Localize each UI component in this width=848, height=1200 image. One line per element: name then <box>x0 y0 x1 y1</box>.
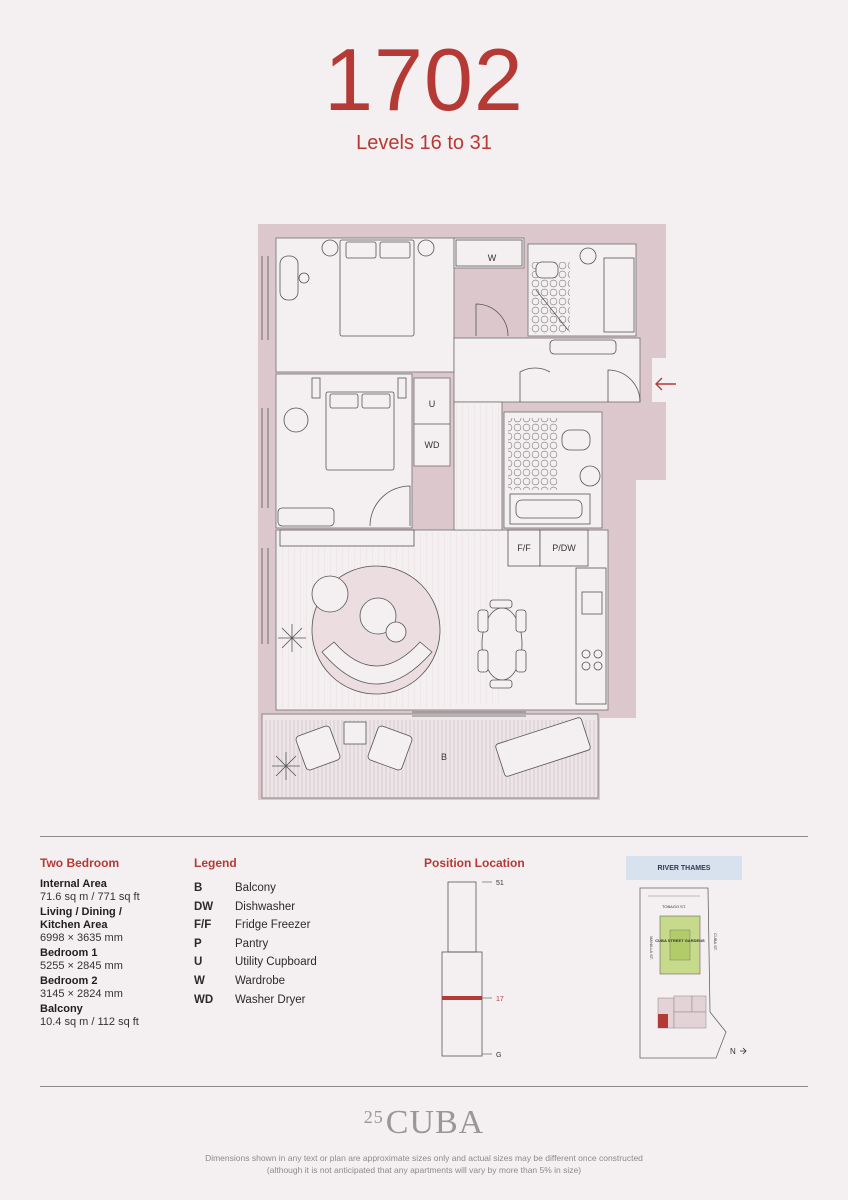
legend-item: F/F Fridge Freezer <box>194 919 317 938</box>
levels-range: Levels 16 to 31 <box>356 132 492 154</box>
spec-label: Living / Dining / Kitchen Area <box>40 906 122 931</box>
legend-item: U Utility Cupboard <box>194 956 317 975</box>
wardrobe-label: W <box>488 253 497 263</box>
spec-value: 71.6 sq m / 771 sq ft <box>40 891 140 903</box>
legend-item: P Pantry <box>194 938 317 957</box>
position-title: Position Location <box>424 856 525 870</box>
north-arrow-icon <box>740 1047 747 1055</box>
pantry-label: P/DW <box>552 543 576 553</box>
disclaimer-line: Dimensions shown in any text or plan are… <box>205 1153 643 1163</box>
utility-cupboard <box>413 377 451 467</box>
legend-text: Dishwasher <box>235 900 296 913</box>
divider-top <box>40 836 808 837</box>
balcony-label: B <box>441 752 447 762</box>
brand-logo: 25CUBA <box>0 1104 848 1142</box>
site-highlight <box>658 1014 668 1028</box>
disclaimer-line: (although it is not anticipated that any… <box>266 1165 582 1175</box>
floor-plan: W U WD F/F P/DW B <box>258 224 676 800</box>
legend-text: Balcony <box>235 882 276 894</box>
spec-value: 3145 × 2824 mm <box>40 988 123 1000</box>
svg-text:MANILLA ST.: MANILLA ST. <box>649 936 654 960</box>
legend-code: WD <box>194 993 214 1006</box>
river-label: RIVER THAMES <box>658 865 711 872</box>
legend-code: P <box>194 937 202 950</box>
fridge-label: F/F <box>517 543 531 553</box>
legend-text: Utility Cupboard <box>235 956 317 969</box>
current-level-marker <box>442 996 482 1000</box>
plant-icon <box>278 624 306 652</box>
spec-title: Two Bedroom <box>40 856 120 870</box>
washer-label: WD <box>425 440 440 450</box>
spec-label: Bedroom 1 <box>40 947 98 959</box>
svg-text:CUBA ST.: CUBA ST. <box>713 933 718 951</box>
legend-text: Pantry <box>235 937 269 950</box>
legend-text: Fridge Freezer <box>235 919 311 932</box>
legend-item: B Balcony <box>194 882 317 901</box>
utility-label: U <box>429 399 436 409</box>
spec-label: Internal Area <box>40 878 107 890</box>
level-top-label: 51 <box>496 880 504 887</box>
unit-number: 1702 <box>324 30 524 129</box>
legend-code: F/F <box>194 919 212 932</box>
spec-label: Bedroom 2 <box>40 975 98 987</box>
legend-code: B <box>194 882 203 894</box>
spec-label: Balcony <box>40 1003 83 1015</box>
svg-text:CUBA STREET GARDENS: CUBA STREET GARDENS <box>655 938 705 943</box>
tower-lower <box>441 951 483 1057</box>
spec-value: 6998 × 3635 mm <box>40 932 123 944</box>
spec-value: 10.4 sq m / 112 sq ft <box>40 1016 139 1028</box>
tower-upper <box>447 881 477 953</box>
brand-number: 25 <box>363 1107 384 1127</box>
spec-value: 5255 × 2845 mm <box>40 960 123 972</box>
divider-bottom <box>40 1086 808 1087</box>
north-label: N <box>730 1047 736 1056</box>
spec-list: Internal Area 71.6 sq m / 771 sq ft Livi… <box>40 878 190 1031</box>
entry-arrow-icon <box>655 377 676 391</box>
legend-item: DW Dishwasher <box>194 901 317 920</box>
svg-text:TOBAGO ST.: TOBAGO ST. <box>662 904 686 909</box>
brand-name: CUBA <box>385 1104 485 1141</box>
legend-text: Washer Dryer <box>235 993 306 1006</box>
legend-code: U <box>194 956 203 969</box>
legend-item: WD Washer Dryer <box>194 994 317 1013</box>
level-ground-label: G <box>496 1052 501 1059</box>
disclaimer: Dimensions shown in any text or plan are… <box>0 1152 848 1176</box>
river <box>626 856 742 880</box>
level-current-label: 17 <box>496 996 504 1003</box>
legend-text: Wardrobe <box>235 974 286 987</box>
building-elevation: 51 17 G <box>441 880 504 1059</box>
site-map: RIVER THAMES TOBAGO ST. MANILLA ST. CUBA… <box>626 856 747 1059</box>
legend-item: W Wardrobe <box>194 975 317 994</box>
legend-code: W <box>194 974 205 987</box>
legend-code: DW <box>194 900 214 913</box>
legend-title: Legend <box>194 856 237 870</box>
